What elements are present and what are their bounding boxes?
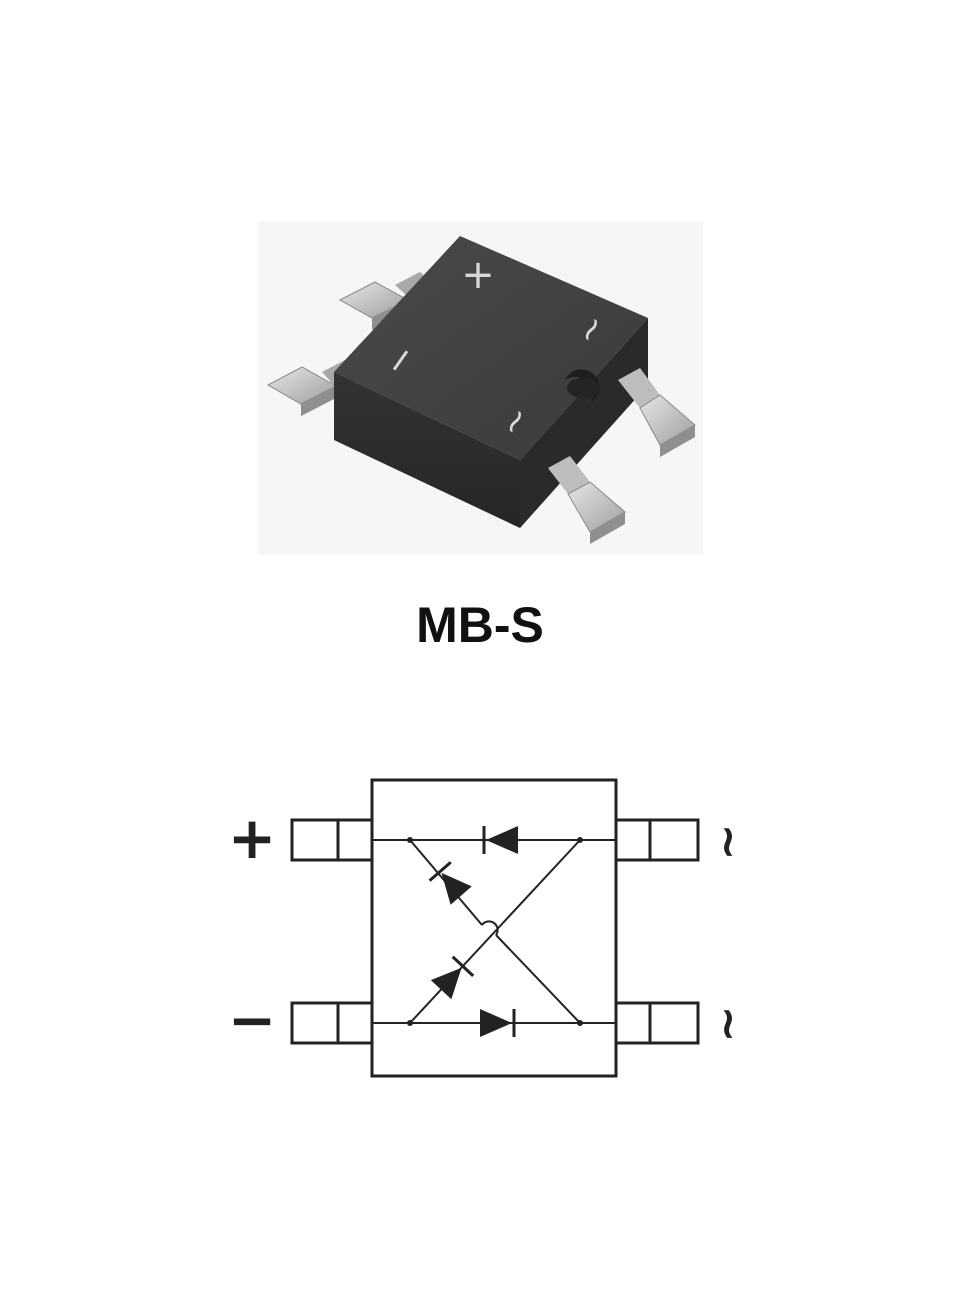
bridge-rectifier-schematic: + − ~ ~ xyxy=(228,778,753,1078)
diode-lower-diagonal xyxy=(430,955,475,1000)
diode-upper-diagonal xyxy=(428,861,472,905)
pin-ac-top xyxy=(614,818,700,862)
junction-dots xyxy=(407,837,583,1026)
mb-s-package-illustration: + − ~ ~ xyxy=(258,222,703,554)
package-body xyxy=(334,236,648,528)
internal-wiring xyxy=(372,839,616,1024)
label-positive: + xyxy=(228,804,277,872)
lead-back-right xyxy=(618,368,696,457)
label-negative: − xyxy=(228,986,277,1054)
package-outline xyxy=(370,778,618,1078)
pin-positive xyxy=(290,818,374,862)
marking-plus: + xyxy=(461,252,495,298)
schematic-diagram: + − ~ ~ xyxy=(0,740,960,1140)
pin-negative xyxy=(290,1001,374,1045)
component-photo: + − ~ ~ xyxy=(0,0,960,600)
label-ac-top: ~ xyxy=(702,824,753,861)
package-name: MB-S xyxy=(416,597,544,653)
label-ac-bottom: ~ xyxy=(702,1006,753,1043)
lead-front-right xyxy=(548,456,626,544)
diode-bottom xyxy=(480,1009,516,1037)
diode-top xyxy=(482,826,518,854)
pin-ac-bottom xyxy=(614,1001,700,1045)
